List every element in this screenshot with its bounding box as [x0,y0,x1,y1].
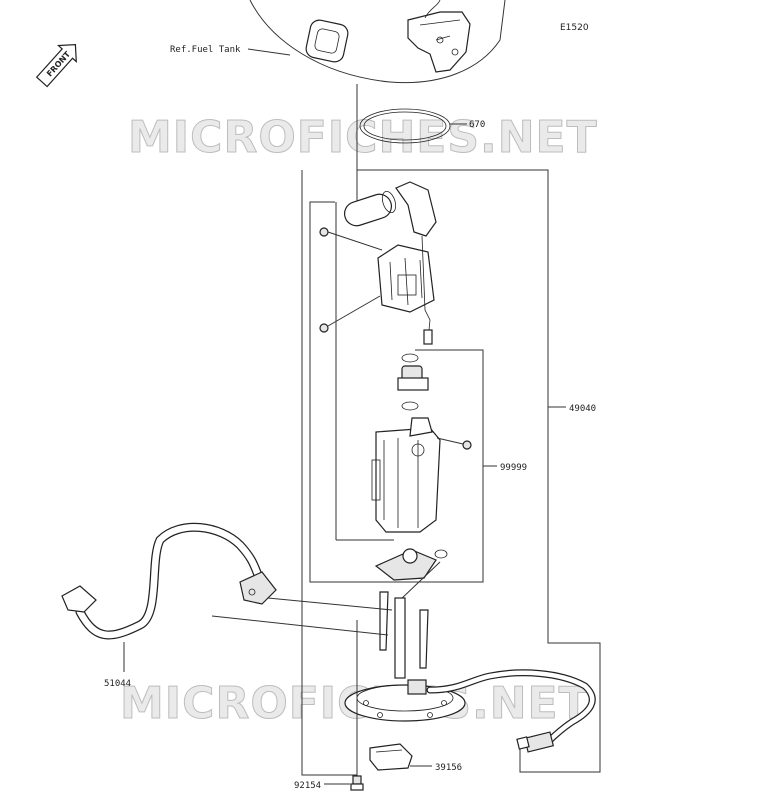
fuel-filter [343,190,397,227]
regulator-stack [397,353,429,411]
front-arrow-icon: FRONT [35,44,77,88]
part-39156: 39156 [435,763,462,773]
screw-upper [319,227,329,237]
ref-fuel-tank-label: Ref.Fuel Tank [170,45,241,55]
watermark-bottom: MICROFICHES.NET [120,678,590,729]
diagram-code: E1520 [560,23,589,33]
bolt-92154 [350,775,364,791]
part-51044: 51044 [104,679,131,689]
fuel-pump-canister [371,417,441,533]
part-99999: 99999 [500,463,527,473]
screw-lower [319,323,329,333]
screw-canister [462,440,472,450]
pump-inlet [374,548,448,581]
fuel-tank-outline [249,0,506,84]
fuel-level-sender [377,181,437,345]
pad-39156 [369,743,413,771]
fuel-hose-51044 [61,522,277,640]
pump-mount-plate [344,591,466,722]
part-49040: 49040 [569,404,596,414]
part-670: 670 [469,120,485,130]
o-ring-670 [359,108,451,144]
wiring-harness [426,669,596,753]
part-92154: 92154 [294,781,321,791]
